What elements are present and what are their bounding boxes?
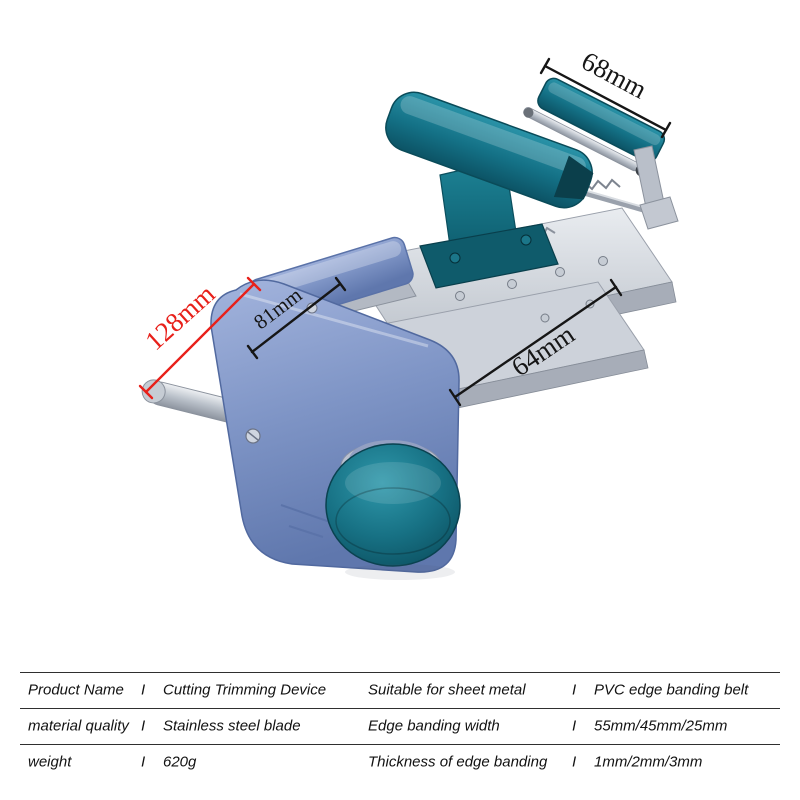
dim-128-label: 128mm <box>139 279 220 357</box>
spec-label: Edge banding width <box>368 717 500 735</box>
product-illustration: 68mm 64mm 128mm 81mm <box>138 46 679 580</box>
table-rule <box>20 744 780 745</box>
spec-row-material: material quality I Stainless steel blade… <box>0 708 800 744</box>
spec-row-weight: weight I 620g Thickness of edge banding … <box>0 744 800 780</box>
spec-label: Product Name <box>28 681 124 699</box>
spec-value: 620g <box>163 753 197 771</box>
spec-value: Cutting Trimming Device <box>163 681 327 699</box>
spec-value: Stainless steel blade <box>163 717 301 735</box>
table-rule <box>20 672 780 673</box>
knob <box>325 440 461 580</box>
spec-label: Suitable for sheet metal <box>368 681 526 699</box>
spec-label: material quality <box>28 717 129 735</box>
column-separator: I <box>572 717 577 735</box>
column-separator: I <box>572 753 577 771</box>
column-separator: I <box>141 717 146 735</box>
spec-row-product-name: Product Name I Cutting Trimming Device S… <box>0 672 800 708</box>
spec-value: 1mm/2mm/3mm <box>594 753 703 771</box>
spec-label: weight <box>28 753 72 771</box>
spec-value: 55mm/45mm/25mm <box>594 717 728 735</box>
top-bar-68mm-part <box>523 77 666 177</box>
spec-value: PVC edge banding belt <box>594 681 749 699</box>
column-separator: I <box>141 681 146 699</box>
trimming-device-drawing: 68mm 64mm 128mm 81mm <box>138 46 679 580</box>
handle <box>385 91 594 289</box>
spec-label: Thickness of edge banding <box>368 753 548 771</box>
column-separator: I <box>141 753 146 771</box>
table-rule <box>20 708 780 709</box>
column-separator: I <box>572 681 577 699</box>
